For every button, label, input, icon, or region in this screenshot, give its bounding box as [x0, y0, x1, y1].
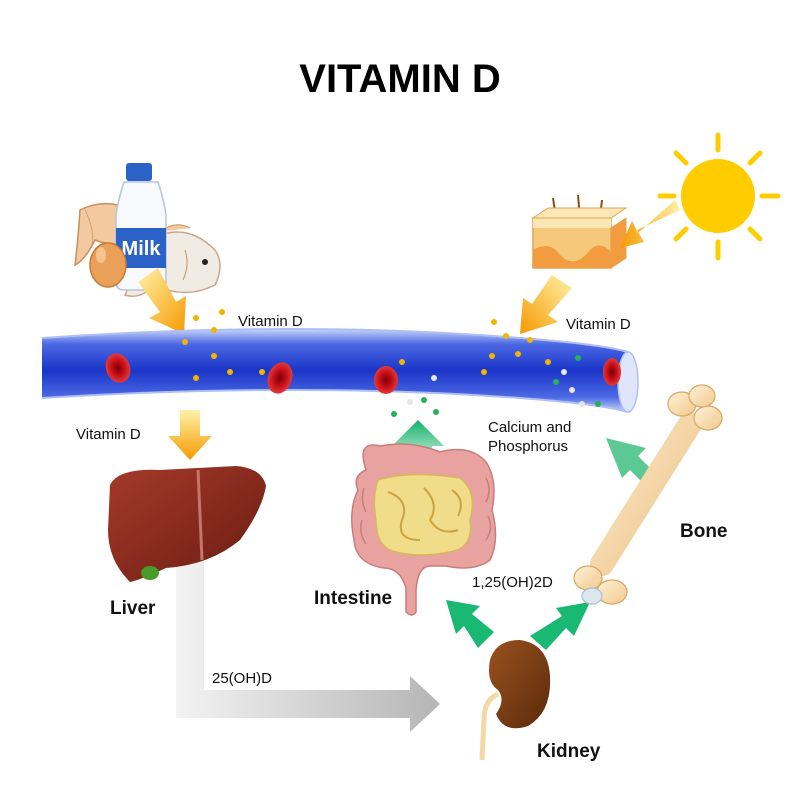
red-blood-cells — [105, 353, 621, 394]
label-calcium-line2: Phosphorus — [488, 438, 568, 455]
label-calcium-line1: Calcium and — [488, 419, 571, 436]
red-blood-cell — [105, 353, 131, 383]
skin-icon — [531, 194, 628, 269]
sun-icon — [657, 132, 781, 261]
milk-bottle-icon: Milk — [115, 163, 167, 291]
liver-organ — [108, 466, 266, 582]
red-blood-cell — [603, 358, 621, 386]
label-vitamin-d-food: Vitamin D — [238, 313, 303, 330]
kidney-organ — [479, 640, 551, 761]
arrow-skin-to-blood — [520, 275, 572, 334]
label-kidney: Kidney — [537, 741, 601, 762]
label-bone: Bone — [680, 521, 728, 542]
milk-label: Milk — [122, 238, 162, 260]
blood-vessel — [41, 328, 639, 413]
arrow-kidney-to-intestine — [446, 600, 494, 648]
arrow-blood-to-liver — [168, 410, 212, 460]
red-blood-cell — [267, 362, 293, 394]
label-125oh2d: 1,25(OH)2D — [472, 574, 553, 591]
arrow-sun-to-skin — [620, 200, 680, 248]
label-vitamin-d-liver: Vitamin D — [76, 426, 141, 443]
arrow-food-to-blood — [138, 268, 186, 334]
particles — [182, 309, 601, 417]
red-blood-cell — [374, 366, 398, 394]
bone-organ — [573, 384, 723, 605]
label-intestine: Intestine — [314, 588, 392, 609]
label-liver: Liver — [110, 598, 156, 619]
label-vitamin-d-skin: Vitamin D — [566, 316, 631, 333]
intestine-organ — [351, 443, 497, 616]
page-title: VITAMIN D — [299, 57, 500, 101]
arrow-liver-to-kidney — [176, 560, 440, 732]
arrow-kidney-to-bone — [530, 602, 590, 650]
label-25ohd: 25(OH)D — [212, 670, 272, 687]
egg-icon — [89, 242, 127, 288]
